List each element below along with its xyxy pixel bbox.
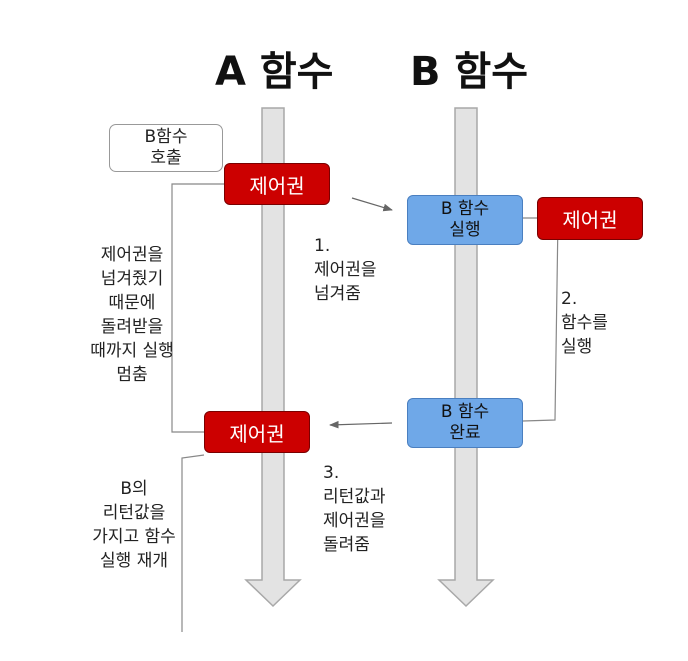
control-box-a-top: 제어권 xyxy=(224,163,330,205)
resume-note-line: 리턴값을 xyxy=(102,503,166,523)
lane-b-arrow xyxy=(437,107,495,608)
step3-line: 제어권을 xyxy=(323,511,386,531)
control-box-a-bottom: 제어권 xyxy=(204,411,310,453)
return-control-arrow xyxy=(329,420,393,429)
wait-note-line: 멈춤 xyxy=(116,365,148,385)
exec-bracket-line xyxy=(522,217,559,422)
wait-bracket-line xyxy=(171,183,224,433)
function-a-title: A 함수 xyxy=(215,49,334,95)
b-exec-line2: 실행 xyxy=(449,220,481,240)
call-b-line1: B함수 xyxy=(144,127,188,147)
step1-note: 1. 제어권을 넘겨줌 xyxy=(314,234,377,306)
resume-note-line: 가지고 함수 xyxy=(92,527,176,547)
call-b-line2: 호출 xyxy=(150,148,182,168)
step3-line: 리턴값과 xyxy=(323,487,386,507)
wait-note: 제어권을 넘겨줬기 때문에 돌려받을 때까지 실행 멈춤 xyxy=(72,243,192,387)
b-exec-box: B 함수 실행 xyxy=(407,195,523,245)
wait-note-line: 제어권을 xyxy=(100,245,164,265)
b-done-line1: B 함수 xyxy=(440,402,490,422)
step1-number: 1. xyxy=(314,236,331,256)
step1-line: 제어권을 xyxy=(314,260,377,280)
call-b-box: B함수 호출 xyxy=(109,124,223,172)
step2-line: 실행 xyxy=(561,337,593,357)
step2-note: 2. 함수를 실행 xyxy=(561,287,608,359)
resume-note-line: B의 xyxy=(120,479,148,499)
step2-number: 2. xyxy=(561,289,578,309)
resume-line xyxy=(181,454,205,632)
control-box-b: 제어권 xyxy=(537,197,643,240)
wait-note-line: 넘겨줬기 xyxy=(100,269,164,289)
resume-note-line: 실행 재개 xyxy=(100,551,168,571)
wait-note-line: 때까지 실행 xyxy=(90,341,174,361)
function-b-title: B 함수 xyxy=(410,49,529,95)
step3-note: 3. 리턴값과 제어권을 돌려줌 xyxy=(323,461,386,557)
resume-note: B의 리턴값을 가지고 함수 실행 재개 xyxy=(70,477,198,573)
step3-line: 돌려줌 xyxy=(323,535,370,555)
step2-line: 함수를 xyxy=(561,313,608,333)
b-done-box: B 함수 완료 xyxy=(407,398,523,448)
wait-note-line: 때문에 xyxy=(108,293,156,313)
step3-number: 3. xyxy=(323,463,340,483)
wait-note-line: 돌려받을 xyxy=(100,317,164,337)
step1-line: 넘겨줌 xyxy=(314,284,361,304)
b-done-line2: 완료 xyxy=(449,423,481,443)
pass-control-arrow xyxy=(351,197,393,212)
b-exec-line1: B 함수 xyxy=(440,199,490,219)
